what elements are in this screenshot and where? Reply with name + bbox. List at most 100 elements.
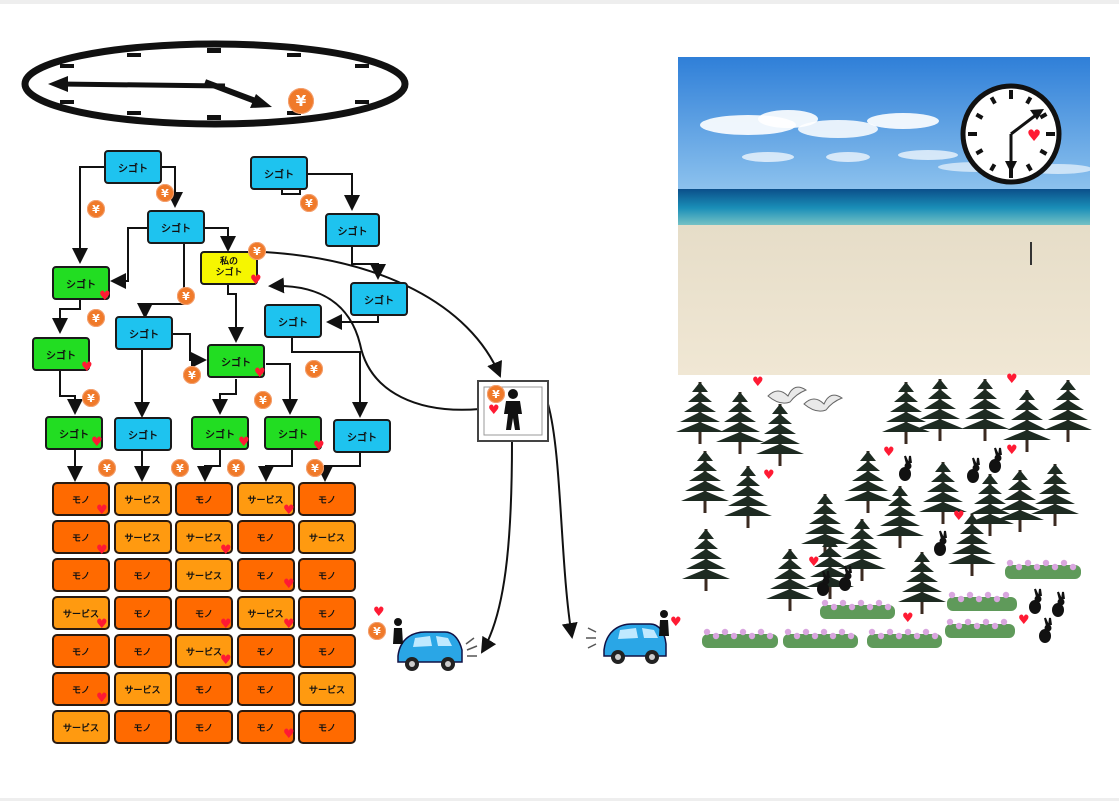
pine-tree-icon (682, 529, 730, 591)
yen-coin-icon: ¥ (82, 389, 100, 407)
heart-icon: ♥ (283, 503, 295, 518)
shigoto-box: シゴト (115, 316, 173, 350)
clock-icon: ♥ (960, 83, 1062, 185)
yen-coin-icon: ¥ (300, 194, 318, 212)
flower-bed-icon (947, 591, 1017, 611)
yen-coin-icon: ¥ (368, 622, 386, 640)
service-tile: サービス (52, 596, 110, 630)
pine-tree-icon (916, 379, 964, 441)
shigoto-box: シゴト (32, 337, 90, 371)
mono-tile: モノ (113, 558, 172, 592)
yen-coin-icon: ¥ (288, 88, 314, 114)
pine-tree-icon (948, 514, 996, 576)
heart-icon: ♥ (254, 366, 266, 381)
heart-icon: ♥ (81, 360, 93, 375)
mono-tile: モノ (175, 672, 233, 706)
mono-tile: モノ (52, 558, 110, 592)
rabbit-icon (899, 455, 912, 481)
yen-coin-icon: ¥ (156, 184, 174, 202)
pine-tree-icon (1044, 380, 1092, 442)
mono-tile: モノ (236, 672, 295, 706)
mono-tile: モノ (236, 710, 295, 744)
shigoto-box: シゴト (250, 156, 308, 190)
rabbit-icon (1029, 588, 1042, 614)
heart-icon: ♥ (220, 617, 232, 632)
mono-tile: モノ (175, 710, 233, 744)
mono-tile: モノ (175, 596, 233, 630)
mono-tile: モノ (298, 558, 356, 592)
shigoto-box: シゴト (104, 150, 162, 184)
flow-connectors (52, 166, 578, 654)
my-shigoto-box: 私のシゴト (200, 251, 258, 285)
heart-icon: ♥ (808, 555, 820, 570)
service-tile: サービス (113, 672, 172, 706)
service-tile: サービス (298, 672, 356, 706)
heart-icon: ♥ (763, 468, 775, 483)
beach-photo: ♥ (678, 57, 1090, 375)
mono-tile: モノ (236, 634, 295, 668)
service-tile: サービス (175, 558, 233, 592)
service-tile: サービス (236, 596, 295, 630)
heart-icon: ♥ (1006, 443, 1018, 458)
heart-icon: ♥ (250, 273, 262, 288)
flower-bed-icon (820, 599, 895, 619)
svg-text:♥: ♥ (1027, 126, 1041, 145)
heart-icon: ♥ (883, 445, 895, 460)
service-tile: サービス (113, 520, 172, 554)
heart-icon: ♥ (488, 403, 500, 418)
mono-tile: モノ (113, 596, 172, 630)
mono-tile: モノ (175, 482, 233, 516)
person-icon (477, 380, 549, 442)
heart-icon: ♥ (220, 653, 232, 668)
pine-tree-icon (961, 379, 1009, 441)
heart-icon: ♥ (902, 611, 914, 626)
shigoto-box: シゴト (52, 266, 110, 300)
heart-icon: ♥ (96, 543, 108, 558)
heart-icon: ♥ (96, 503, 108, 518)
mono-tile: モノ (298, 710, 356, 744)
rabbit-icon (817, 570, 830, 596)
pine-tree-icon (996, 470, 1044, 532)
mono-tile: モノ (113, 710, 172, 744)
heart-icon: ♥ (99, 289, 111, 304)
pine-tree-icon (844, 451, 892, 513)
shigoto-box: シゴト (264, 416, 322, 450)
wide-clock-icon (21, 40, 409, 128)
pine-tree-icon (756, 404, 804, 466)
mono-tile: モノ (298, 596, 356, 630)
flower-bed-icon (783, 628, 858, 648)
pine-tree-icon (801, 494, 849, 556)
pine-tree-icon (724, 466, 772, 528)
flower-bed-icon (1005, 559, 1081, 579)
shigoto-box: シゴト (147, 210, 205, 244)
pine-tree-icon (681, 451, 729, 513)
slide: ♥ シゴトシゴトシゴトシゴトシゴト私のシゴトシゴトシゴトシゴトシゴトシゴトシゴト… (0, 4, 1119, 798)
heart-icon: ♥ (1018, 613, 1030, 628)
car-icon (586, 610, 669, 664)
my-shigoto-label: 私の (219, 257, 238, 267)
mono-tile: モノ (52, 482, 110, 516)
mono-tile: モノ (236, 520, 295, 554)
heart-icon: ♥ (91, 435, 103, 450)
pine-tree-icon (898, 552, 946, 614)
pine-tree-icon (1031, 464, 1079, 526)
pine-tree-icon (716, 392, 764, 454)
heart-icon: ♥ (96, 617, 108, 632)
heart-icon: ♥ (220, 543, 232, 558)
yen-coin-icon: ¥ (487, 385, 505, 403)
pine-tree-icon (919, 462, 967, 524)
forest-scene (676, 379, 1092, 648)
shigoto-box: シゴト (207, 344, 265, 378)
yen-coin-icon: ¥ (98, 459, 116, 477)
shigoto-box: シゴト (114, 417, 172, 451)
heart-icon: ♥ (752, 375, 764, 390)
flower-bed-icon (702, 628, 778, 648)
yen-coin-icon: ¥ (248, 242, 266, 260)
yen-coin-icon: ¥ (171, 459, 189, 477)
mono-tile: モノ (298, 482, 356, 516)
seagull-icon (803, 394, 844, 412)
seagull-icon (767, 386, 808, 404)
shigoto-box: シゴト (325, 213, 380, 247)
pine-tree-icon (1003, 390, 1051, 452)
heart-icon: ♥ (670, 615, 682, 630)
